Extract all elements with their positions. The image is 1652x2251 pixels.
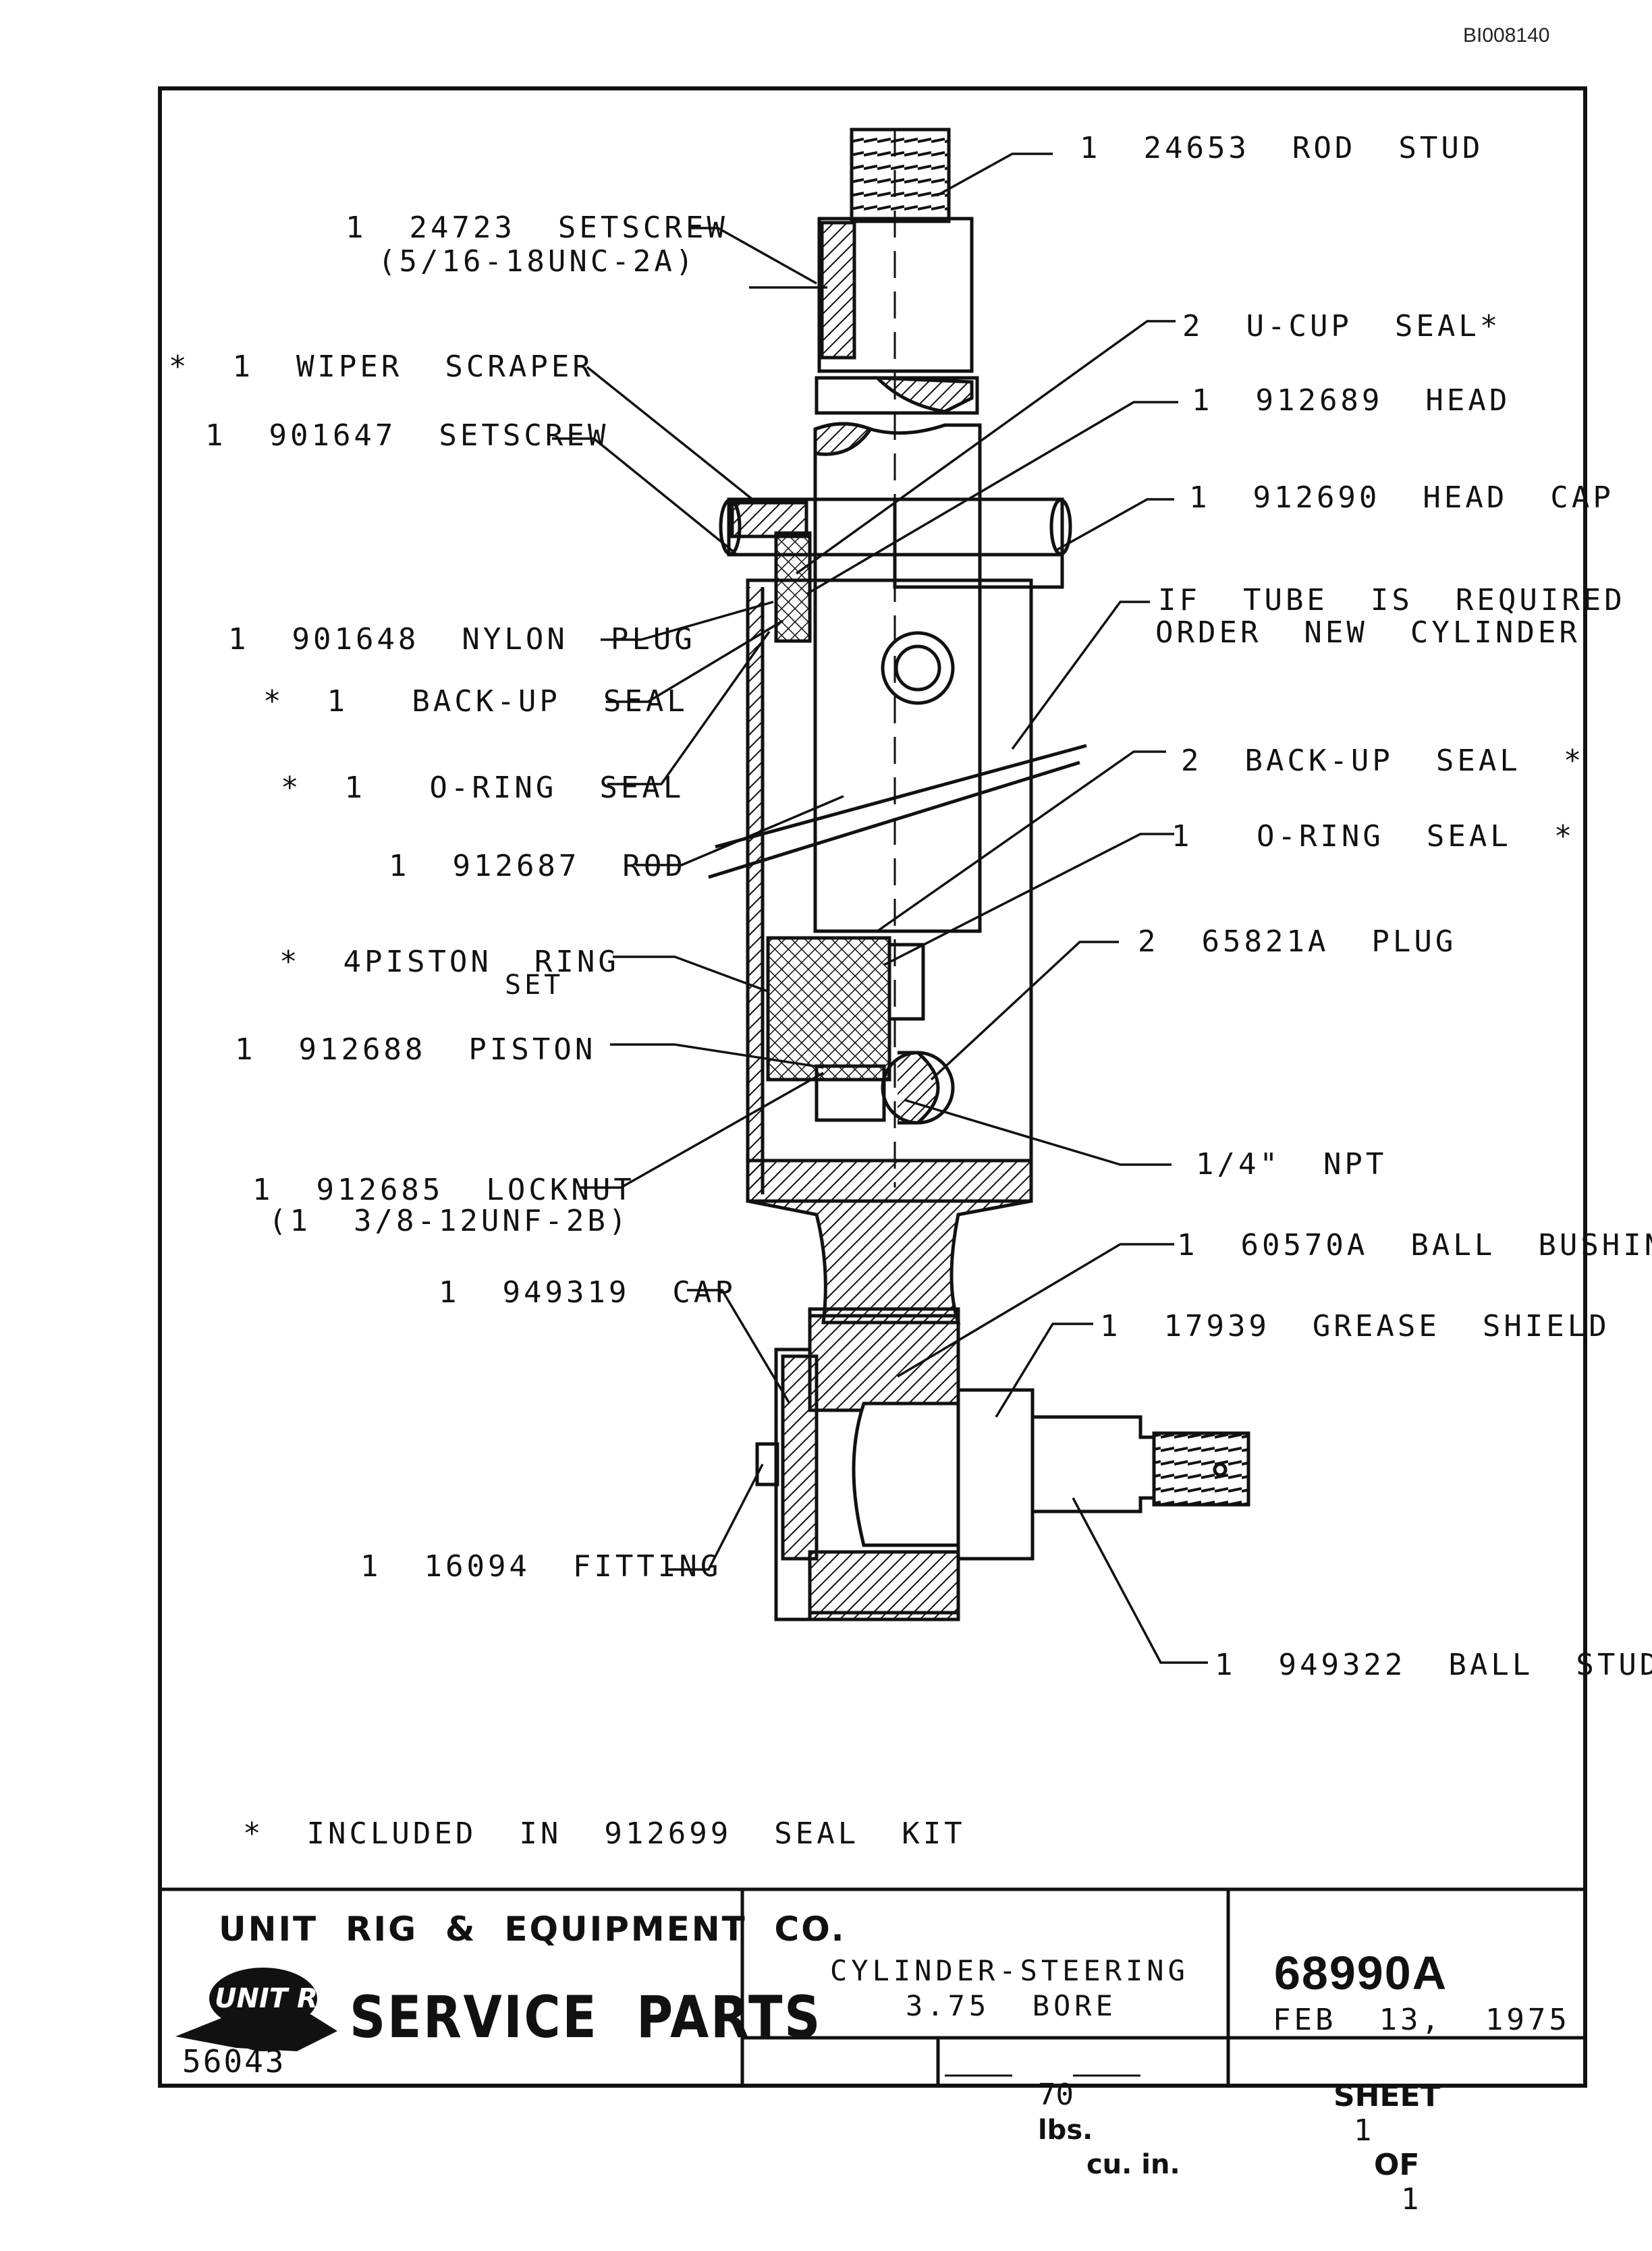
callout-u-cup-seal: 2 U-CUP SEAL* bbox=[1182, 309, 1502, 343]
seal-kit-footnote: * INCLUDED IN 912699 SEAL KIT bbox=[243, 1816, 966, 1851]
callout-rod-stud: 1 24653 ROD STUD bbox=[1080, 131, 1484, 165]
tube-note-line2: ORDER NEW CYLINDER bbox=[1155, 615, 1580, 650]
callout-locknut: 1 912685 LOCKNUT bbox=[252, 1173, 635, 1207]
callout-head-cap: 1 912690 HEAD CAP bbox=[1189, 480, 1614, 515]
volume-unit: cu. in. bbox=[1086, 2149, 1180, 2180]
callout-o-ring-seal-1: * 1 O-RING SEAL bbox=[281, 771, 685, 805]
weight-value: 70 bbox=[1037, 2078, 1074, 2112]
title-block: UNIT RIG & EQUIPMENT CO. SERVICE PARTS C… bbox=[158, 1889, 1587, 2217]
company-name: UNIT RIG & EQUIPMENT CO. bbox=[219, 1910, 846, 1949]
callout-npt: 1/4" NPT bbox=[1196, 1147, 1387, 1182]
tube-note-line1: IF TUBE IS REQUIRED bbox=[1158, 583, 1626, 617]
sheet-number: 1 bbox=[1353, 2113, 1372, 2148]
document-id: BI008140 bbox=[1463, 24, 1550, 47]
callout-wiper-scraper: * 1 WIPER SCRAPER bbox=[169, 350, 594, 384]
callout-locknut-spec: (1 3/8-12UNF-2B) bbox=[269, 1204, 630, 1238]
callout-head: 1 912689 HEAD bbox=[1192, 383, 1511, 418]
leader-lines bbox=[552, 152, 1208, 1664]
callout-piston: 1 912688 PISTON bbox=[235, 1032, 597, 1067]
callout-setscrew-24723: 1 24723 SETSCREW bbox=[346, 211, 728, 245]
weight-unit: lbs. bbox=[1037, 2115, 1093, 2146]
callout-fitting: 1 16094 FITTING bbox=[360, 1549, 722, 1584]
bore-size: 3.75 BORE bbox=[906, 1989, 1117, 2022]
part-outlines bbox=[708, 128, 1250, 1621]
callout-ball-stud: 1 949322 BALL STUD bbox=[1215, 1648, 1652, 1682]
callout-grease-shield: 1 17939 GREASE SHIELD bbox=[1100, 1309, 1610, 1343]
callout-ball-bushing: 1 60570A BALL BUSHING bbox=[1177, 1228, 1652, 1262]
part-number: 68990A bbox=[1274, 1947, 1448, 1999]
callout-piston-ring-set-2: SET bbox=[505, 970, 564, 1001]
callout-setscrew-24723-spec: (5/16-18UNC-2A) bbox=[378, 244, 697, 279]
unit-rig-logo: UNIT RIG bbox=[175, 1968, 350, 2051]
of-label: OF bbox=[1373, 2148, 1420, 2182]
cylinder-cutaway-drawing: UNIT RIG bbox=[158, 128, 1587, 2088]
drawing-frame bbox=[158, 86, 1587, 2088]
rod-stud-shape bbox=[850, 128, 951, 223]
drawing-date: FEB 13, 1975 bbox=[1273, 2003, 1570, 2037]
title-block-lines bbox=[158, 1887, 1587, 2088]
weight-field: 70 lbs. cu. in. bbox=[947, 2043, 1180, 2215]
callout-back-up-seal-2: 2 BACK-UP SEAL * bbox=[1181, 744, 1585, 778]
callout-plug-65821a: 2 65821A PLUG bbox=[1138, 924, 1457, 959]
callout-back-up-seal-1: * 1 BACK-UP SEAL bbox=[263, 684, 688, 719]
callout-rod: 1 912687 ROD bbox=[389, 849, 686, 883]
service-parts-heading: SERVICE PARTS bbox=[350, 1984, 822, 2051]
callout-o-ring-seal-2: 1 O-RING SEAL * bbox=[1172, 819, 1576, 854]
callout-setscrew-901647: 1 901647 SETSCREW bbox=[205, 418, 609, 453]
sheet-total: 1 bbox=[1400, 2182, 1419, 2217]
logo-lettering: UNIT RIG bbox=[215, 1983, 350, 2014]
callout-nylon-plug: 1 901648 NYLON PLUG bbox=[228, 622, 696, 657]
callout-cap: 1 949319 CAP bbox=[439, 1275, 736, 1310]
part-description: CYLINDER-STEERING bbox=[830, 1954, 1189, 1987]
sheet-label: SHEET bbox=[1333, 2079, 1441, 2113]
callout-piston-ring-set: * 4PISTON RING bbox=[279, 945, 620, 979]
drawing-number: 56043 bbox=[182, 2043, 286, 2080]
sheet-field: SHEET 1 OF 1 bbox=[1262, 2045, 1441, 2251]
